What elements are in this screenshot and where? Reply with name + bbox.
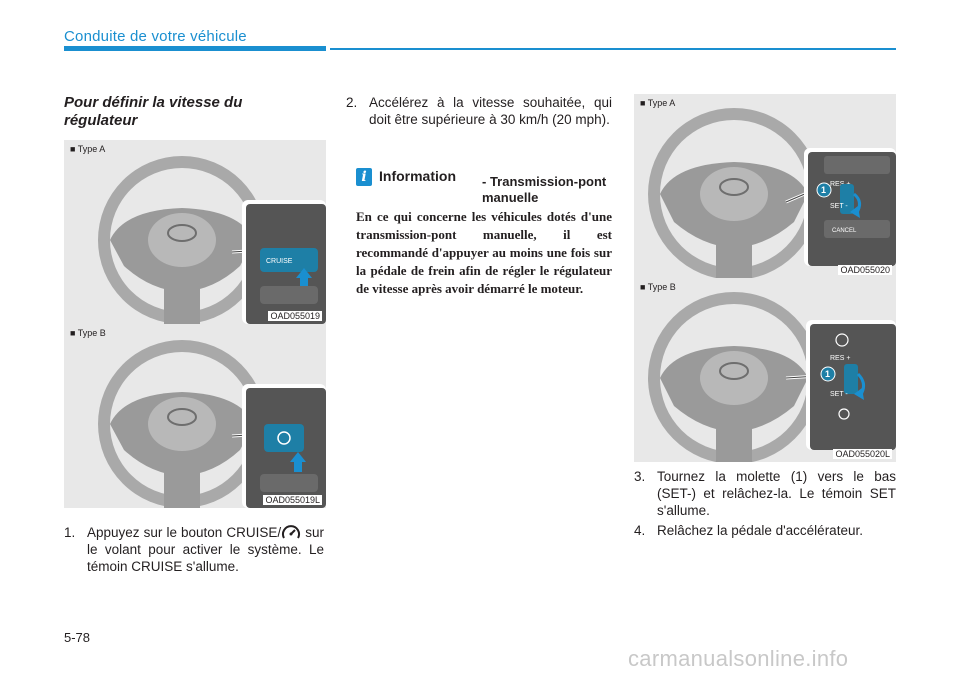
information-header: i Information - Transmission-pont manuel… [356,166,616,206]
step-number: 1. [64,525,76,540]
steering-wheel-illustration: CRUISE [98,156,326,324]
figure-label: ■ Type A [70,144,106,154]
header-title: Conduite de votre véhicule [64,28,247,45]
cruise-button-label: CRUISE [266,258,293,265]
figure-code: OAD055019L [263,495,322,505]
steering-wheel-illustration: RES + SET - CANCEL 1 [648,108,896,278]
callout-number: 1 [825,369,830,379]
set-button-label: SET - [830,391,848,398]
steering-wheel-illustration: RES + SET - 1 [648,292,896,462]
step-2: 2. Accélérez à la vitesse souhaitée, qui… [346,94,612,128]
figure-label: ■ Type A [640,98,676,108]
res-button-label: RES + [830,355,850,362]
step-number: 2. [346,95,358,110]
header-rule [330,48,896,50]
information-title: Information [379,168,456,184]
cruise-symbol-icon [281,525,301,541]
cancel-button-label: CANCEL [832,228,857,234]
step-text: Tournez la molette (1) vers le bas (SET-… [657,469,896,518]
watermark: carmanualsonline.info [628,646,849,671]
step-text: sur le volant pour activer le système. L… [87,525,324,575]
figure-code: OAD055019 [268,311,322,321]
step-number: 4. [634,523,646,538]
page-number: 5-78 [64,630,91,645]
figure-code: OAD055020 [838,265,892,275]
info-icon: i [356,168,372,186]
res-button-label: RES + [830,181,850,188]
figure-label: ■ Type B [70,328,106,338]
section-heading: Pour définir la vitesse du régulateur [64,94,243,129]
step-3: 3. Tournez la molette (1) vers le bas (S… [634,468,896,519]
step-text: Accélérez à la vitesse souhaitée, qui do… [369,95,612,127]
figure-type-a-set: RES + SET - CANCEL 1 ■ Type A OAD055020 [634,94,896,278]
figure-type-a-cruise: CRUISE ■ Type A OAD055019 [64,140,326,324]
header-bar [64,46,326,51]
step-number: 3. [634,469,646,484]
step-text: Relâchez la pédale d'accélérateur. [657,523,863,538]
step-4: 4. Relâchez la pédale d'accélérateur. [634,522,896,539]
step-1: 1. Appuyez sur le bouton CRUISE/ sur le … [64,524,324,575]
figure-code: OAD055020L [833,449,892,459]
set-button-label: SET - [830,203,848,210]
callout-number: 1 [821,185,826,195]
figure-type-b-set: RES + SET - 1 ■ Type B OAD055020L [634,278,896,462]
steering-wheel-illustration [98,340,326,508]
figure-label: ■ Type B [640,282,676,292]
information-subtitle: - Transmission-pont manuelle [482,174,607,205]
step-text: Appuyez sur le bouton CRUISE/ [87,525,282,540]
information-body: En ce qui concerne les véhicules dotés d… [356,209,612,296]
figure-type-b-cruise: ■ Type B OAD055019L [64,324,326,508]
